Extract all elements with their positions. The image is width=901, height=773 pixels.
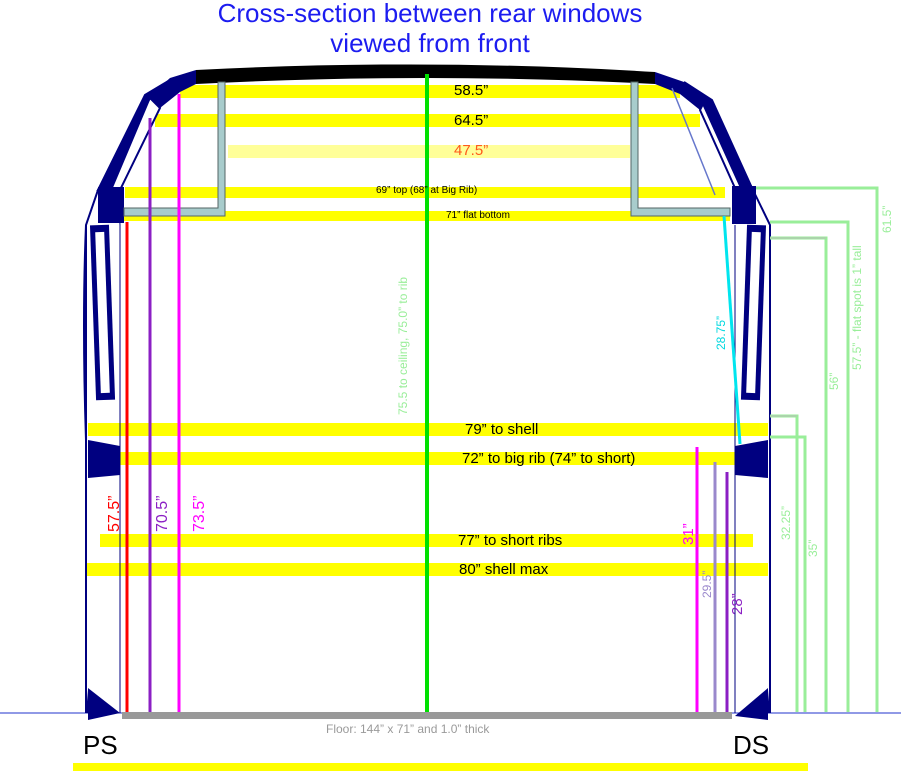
label-32-25: 32.25” bbox=[779, 505, 793, 540]
bar-58-5 bbox=[180, 85, 680, 98]
label-47-5: 47.5” bbox=[454, 142, 489, 159]
left-body-inner bbox=[117, 107, 161, 713]
right-floor-rib bbox=[735, 688, 768, 720]
left-top-rib bbox=[98, 187, 124, 223]
right-diagonal-line bbox=[671, 87, 716, 196]
floor-panel bbox=[122, 712, 732, 719]
label-58-5: 58.5” bbox=[454, 82, 489, 99]
label-57-5-left: 57.5” bbox=[106, 495, 123, 532]
label-79-shell: 79” to shell bbox=[465, 421, 539, 438]
label-72-big-rib: 72” to big rib (74” to short) bbox=[462, 450, 636, 467]
right-top-rib bbox=[732, 186, 756, 224]
left-roof-corner bbox=[148, 70, 196, 108]
diagram-title-line1: Cross-section between rear windows bbox=[217, 0, 643, 28]
label-56: 56” bbox=[827, 372, 841, 390]
left-floor-rib bbox=[88, 688, 120, 720]
label-35: 35” bbox=[806, 539, 820, 557]
label-69-top: 69” top (68” at Big Rib) bbox=[376, 185, 478, 196]
floor-label: Floor: 144” x 71” and 1.0” thick bbox=[326, 722, 490, 736]
left-big-rib bbox=[88, 440, 120, 478]
right-window-glass bbox=[746, 231, 761, 394]
label-31: 31” bbox=[680, 523, 697, 545]
label-61-5: 61.5” bbox=[880, 205, 894, 233]
left-window-glass bbox=[95, 231, 110, 394]
right-cabinet bbox=[630, 81, 731, 217]
label-28-75: 28.75” bbox=[714, 315, 728, 350]
label-75-5-ceiling: 75.5 to ceiling, 75.0” to rib bbox=[396, 276, 410, 415]
label-29-5: 29.5” bbox=[700, 570, 714, 598]
right-big-rib bbox=[735, 440, 768, 478]
right-roof-corner bbox=[655, 72, 705, 110]
left-cabinet bbox=[123, 81, 226, 217]
left-wall-curve bbox=[83, 224, 87, 441]
label-77-short-ribs: 77” to short ribs bbox=[458, 532, 563, 549]
right-upper-pillar bbox=[684, 82, 752, 188]
left-upper-pillar bbox=[100, 80, 170, 190]
label-64-5: 64.5” bbox=[454, 112, 489, 129]
label-28: 28” bbox=[729, 593, 746, 615]
label-80-shell-max: 80” shell max bbox=[459, 561, 549, 578]
side-label-ps: PS bbox=[83, 730, 118, 760]
green-35-line bbox=[770, 435, 807, 712]
green-32-25-line bbox=[770, 414, 799, 712]
green-61-5-line bbox=[756, 186, 879, 712]
label-70-5: 70.5” bbox=[154, 495, 171, 532]
green-57-5-line bbox=[770, 220, 850, 712]
diagram-title-line2: viewed from front bbox=[330, 28, 530, 58]
bottom-yellow-bar bbox=[73, 763, 808, 771]
cyan-measure-line bbox=[722, 215, 742, 445]
side-label-ds: DS bbox=[733, 730, 770, 760]
label-71-flat: 71” flat bottom bbox=[446, 210, 510, 221]
label-57-5-right: 57.5” - flat spot is 1” tall bbox=[850, 245, 864, 370]
label-73-5: 73.5” bbox=[191, 495, 208, 532]
